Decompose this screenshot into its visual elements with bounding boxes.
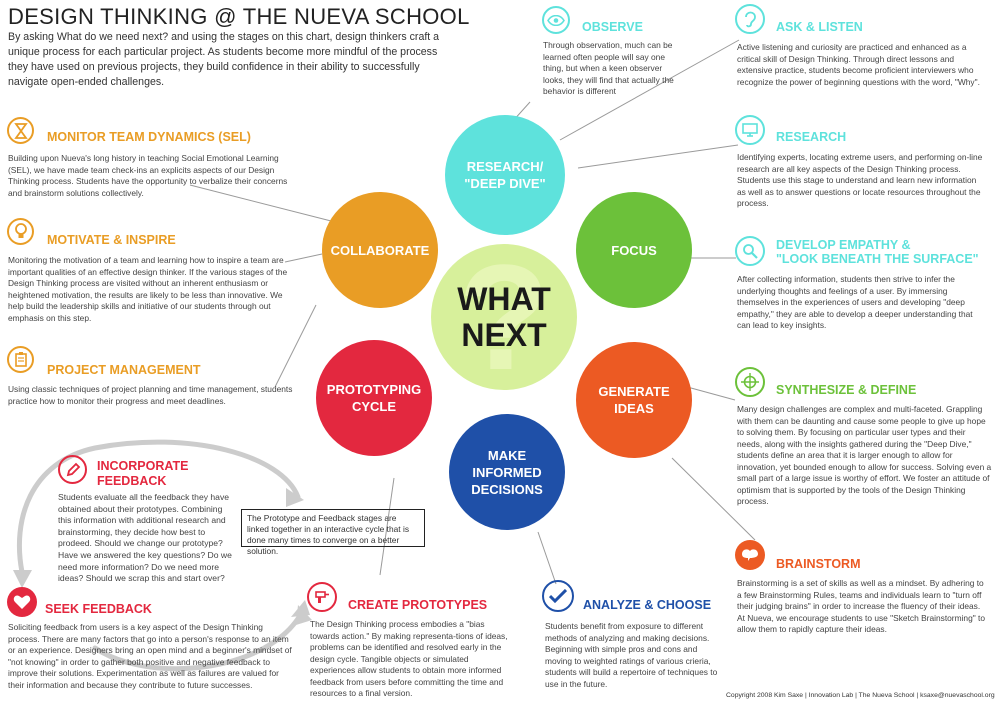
feedback-cycle-arrow [16, 439, 305, 672]
connector-monitor [189, 184, 336, 223]
intro-text: By asking What do we need next? and usin… [8, 31, 440, 88]
ear-icon [735, 4, 765, 34]
lightning-icon [735, 540, 765, 570]
circle-focus: FOCUS [576, 192, 692, 308]
cycle-note-box: The Prototype and Feedback stages are li… [241, 509, 425, 556]
motivate-heading: MOTIVATE & INSPIRE [47, 233, 176, 247]
empathy-heading: DEVELOP EMPATHY & [776, 238, 911, 252]
center-line1: WHAT [457, 281, 551, 317]
research-body: Identifying experts, locating extreme us… [737, 152, 983, 208]
research-heading: RESEARCH [776, 130, 847, 144]
circle-collaborate: COLLABORATE [322, 192, 438, 308]
motivate-body: Monitoring the motivation of a team and … [8, 255, 288, 323]
clipboard-icon [7, 346, 34, 373]
circle-prototyping-cycle: PROTOTYPING CYCLE [316, 340, 432, 456]
brainstorm-heading: BRAINSTORM [776, 557, 861, 571]
connector-motivate [284, 253, 323, 263]
ask-body: Active listening and curiosity are pract… [737, 42, 980, 87]
heart-icon [7, 587, 37, 617]
incorporate-body: Students evaluate all the feedback they … [58, 492, 232, 584]
connector-project [274, 304, 317, 388]
seek-heading: SEEK FEEDBACK [45, 602, 152, 616]
footer-copyright: Copyright 2008 Kim Saxe | Innovation Lab… [726, 692, 995, 699]
lightbulb-icon [7, 218, 34, 245]
pencil-icon [58, 455, 87, 484]
center-line2: NEXT [461, 317, 547, 353]
checkmark-icon [542, 580, 574, 612]
magnifier-icon [735, 236, 765, 266]
analyze-body: Students benefit from exposure to differ… [545, 621, 718, 689]
monitor-heading: MONITOR TEAM DYNAMICS (SEL) [47, 130, 251, 144]
analyze-heading: ANALYZE & CHOOSE [583, 598, 712, 612]
hourglass-icon [7, 117, 34, 144]
connector-brainstorm [671, 457, 756, 541]
ask-heading: ASK & LISTEN [776, 20, 863, 34]
connector-research [577, 144, 739, 169]
circle-make-informed-decisions: MAKE INFORMED DECISIONS [449, 414, 565, 530]
circle-generate-ideas: GENERATE IDEAS [576, 342, 692, 458]
page-title: DESIGN THINKING @ THE NUEVA SCHOOL [8, 4, 470, 29]
question-mark-glyph: ? [458, 233, 550, 401]
synthesize-heading: SYNTHESIZE & DEFINE [776, 383, 917, 397]
circle-research-deep-dive: RESEARCH/ "DEEP DIVE" [445, 115, 565, 235]
empathy-body: After collecting information, students t… [737, 274, 973, 330]
create-body: The Design Thinking process embodies a "… [310, 619, 508, 698]
empathy-heading-line2: "LOOK BENEATH THE SURFACE" [776, 252, 979, 266]
project-heading: PROJECT MANAGEMENT [47, 363, 201, 377]
seek-body: Soliciting feedback from users is a key … [8, 622, 292, 690]
project-body: Using classic techniques of project plan… [8, 384, 293, 406]
eye-icon [542, 6, 570, 34]
drill-icon [307, 582, 337, 612]
crosshair-icon [735, 367, 765, 397]
synthesize-body: Many design challenges are complex and m… [737, 404, 992, 506]
brainstorm-body: Brainstorming is a set of skills as well… [737, 578, 986, 634]
connector-analyze [537, 531, 557, 585]
monitor-body: Building upon Nueva's long history in te… [8, 153, 288, 198]
observe-body: Through observation, much can be learned… [543, 40, 674, 96]
connector-create [379, 477, 395, 576]
observe-heading: OBSERVE [582, 20, 643, 34]
create-heading: CREATE PROTOTYPES [348, 598, 488, 612]
incorporate-heading: INCORPORATE FEEDBACK [97, 459, 189, 488]
center-what-next: ? WHAT NEXT [431, 233, 577, 401]
connector-ask [559, 39, 740, 141]
monitor-icon [735, 115, 765, 145]
